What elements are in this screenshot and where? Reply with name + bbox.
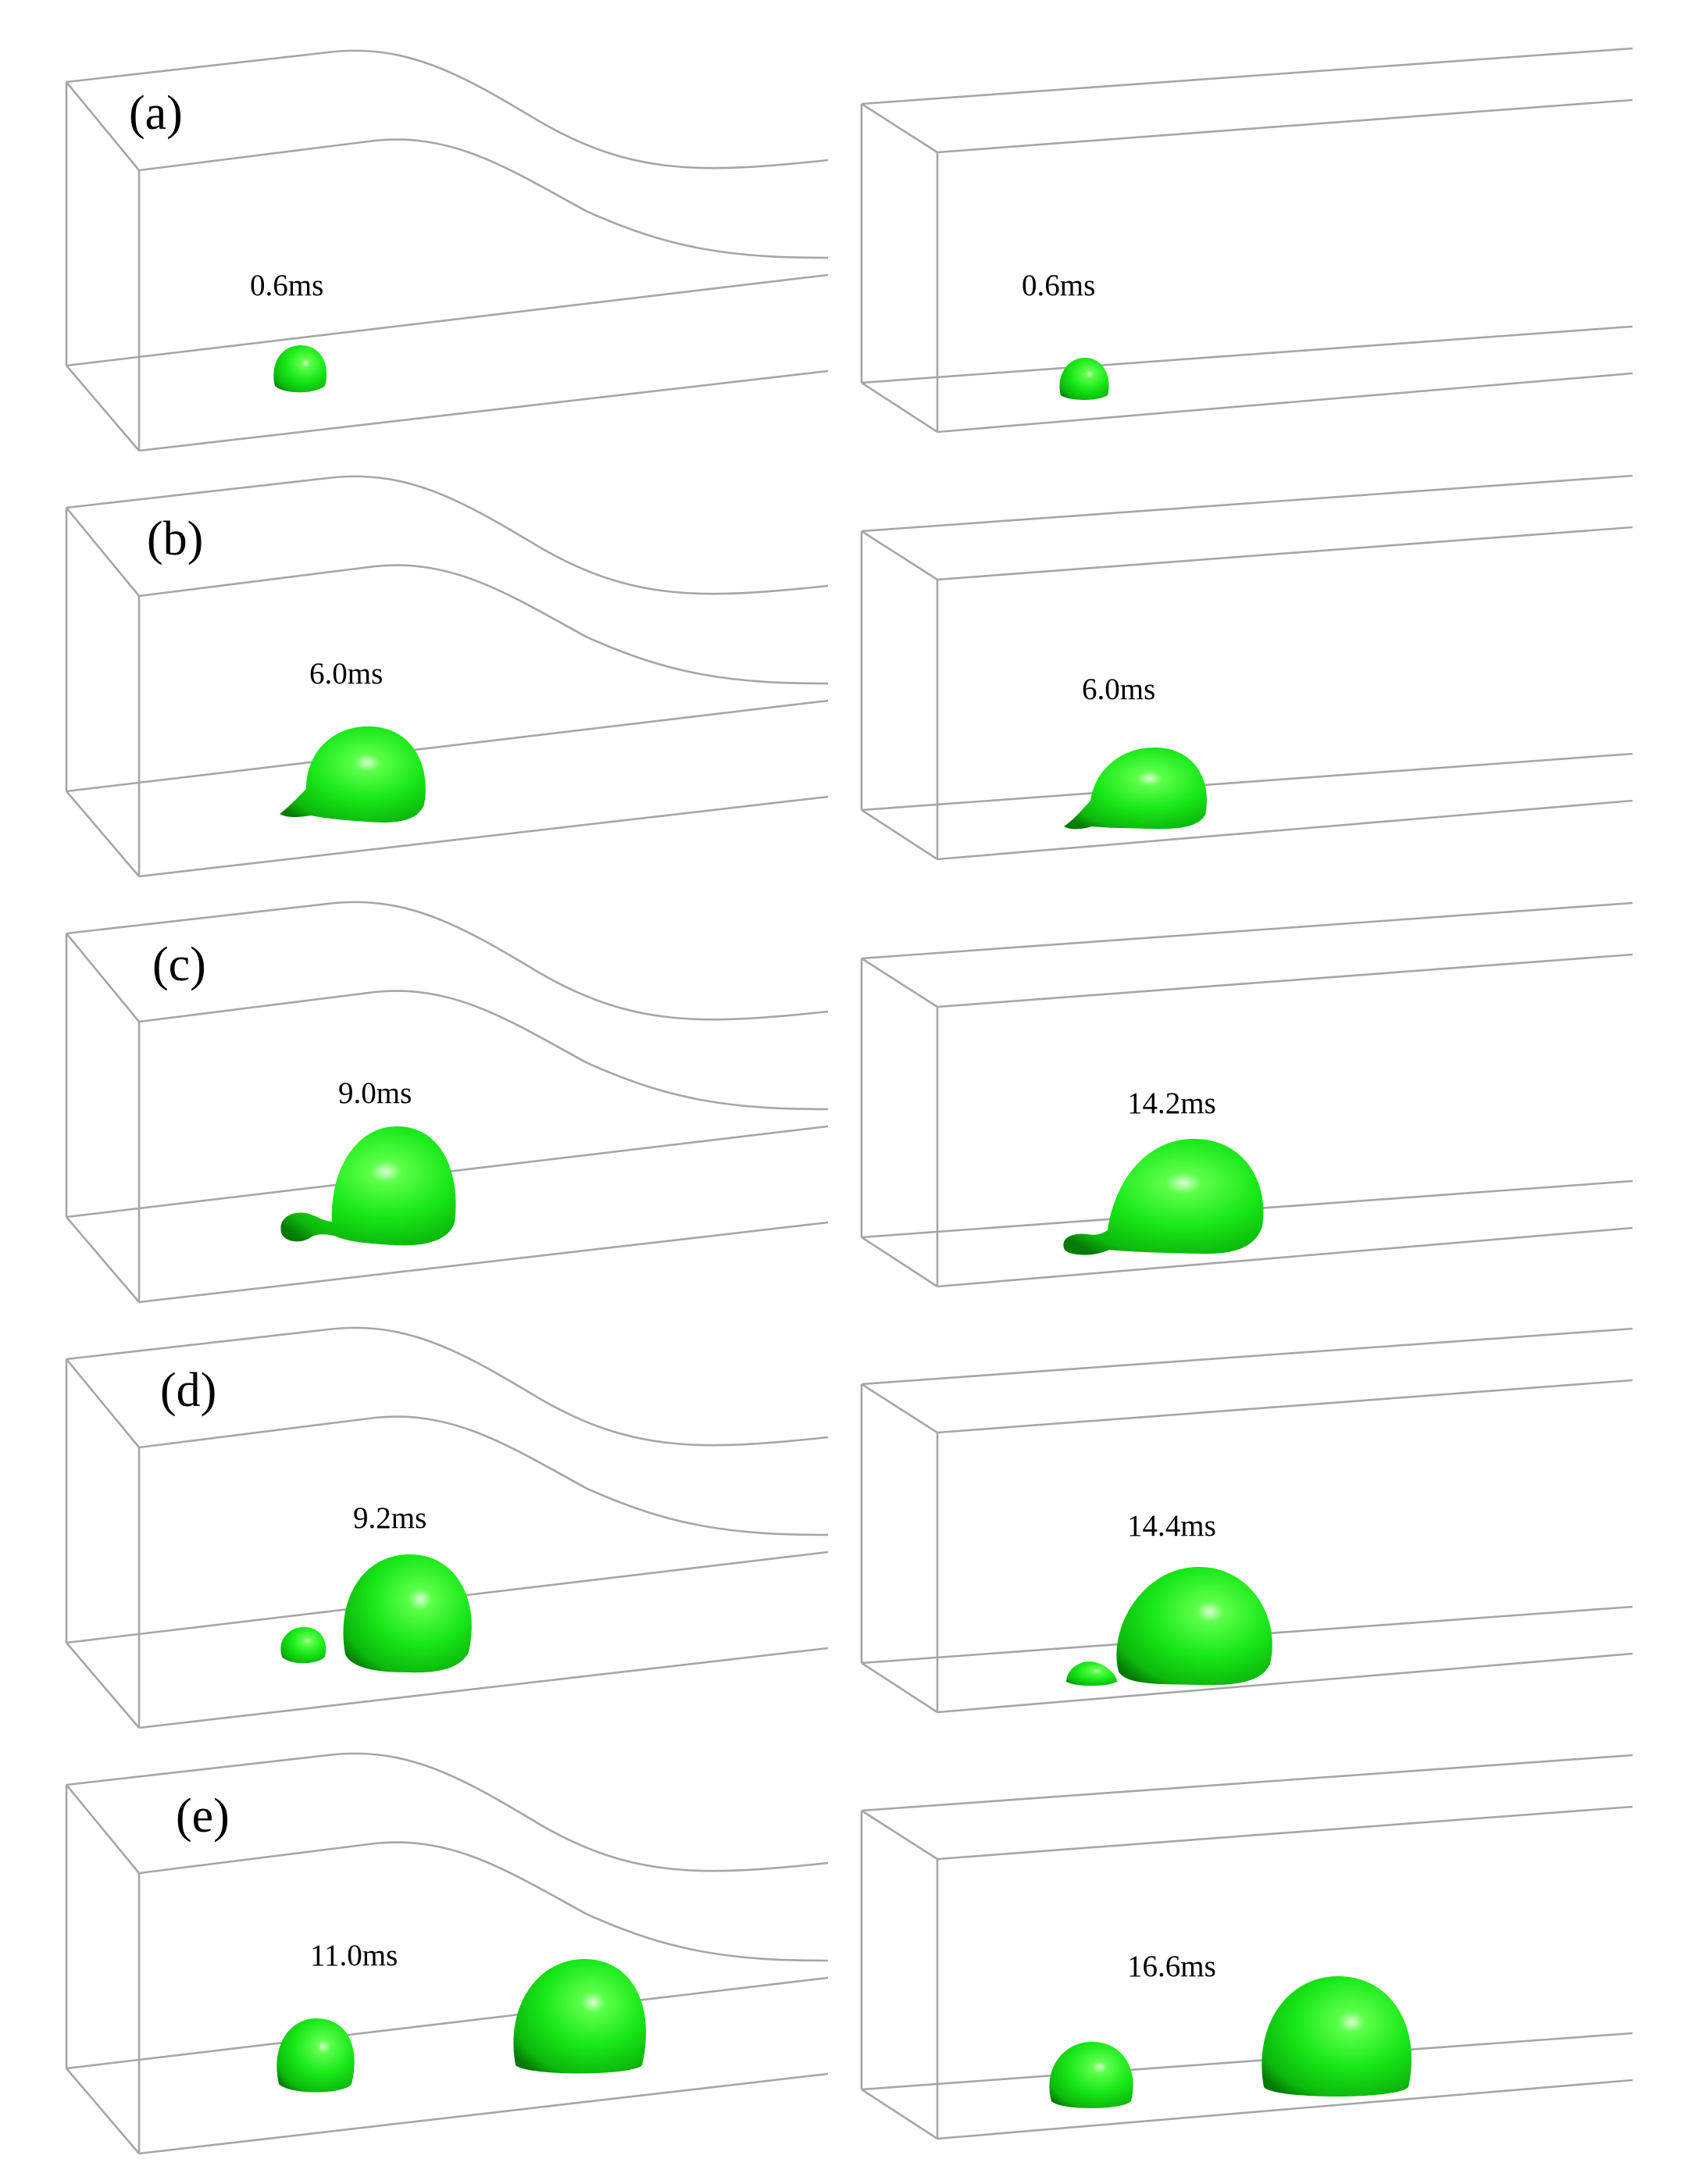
row-b: (b) 6.0ms 6.0ms [65, 474, 1633, 878]
droplet-icon [513, 1959, 646, 2074]
droplet-icon [273, 344, 327, 393]
left-time-label-b: 6.0ms [309, 657, 383, 691]
droplet-icon [1049, 2042, 1133, 2108]
right-time-label-b: 6.0ms [1082, 673, 1155, 706]
droplet-icon [1063, 1138, 1264, 1255]
right-channel-frame-a [860, 47, 1633, 434]
left-time-label-a: 0.6ms [250, 269, 323, 302]
droplet-icon [1262, 1976, 1412, 2097]
droplet-icon [280, 726, 426, 823]
droplet-icon [280, 1126, 456, 1246]
right-time-label-a: 0.6ms [1022, 269, 1095, 302]
panel-label-c: (c) [152, 938, 206, 991]
left-channel-frame-d [65, 1326, 829, 1729]
droplet-icon [1059, 357, 1109, 400]
panel-label-e: (e) [176, 1790, 230, 1843]
row-a: (a) 0.6ms 0.6ms [65, 47, 1633, 452]
panel-label-b: (b) [147, 512, 203, 566]
panel-label-d: (d) [160, 1364, 216, 1417]
droplet-icon [1064, 747, 1207, 830]
row-d: (d) 9.2ms 14.4ms [65, 1326, 1633, 1729]
droplet-icon [1116, 1566, 1272, 1686]
right-channel-frame-b [860, 474, 1633, 861]
right-time-label-e: 16.6ms [1127, 1950, 1216, 1983]
row-e: (e) 11.0ms 16.6ms [65, 1752, 1633, 2155]
left-time-label-e: 11.0ms [310, 1939, 398, 1972]
left-channel-frame-b [65, 475, 829, 878]
droplet-icon [343, 1554, 472, 1673]
droplet-icon [280, 1627, 327, 1664]
right-time-label-c: 14.2ms [1127, 1087, 1216, 1120]
left-time-label-c: 9.0ms [338, 1076, 412, 1110]
droplet-icon [277, 2018, 355, 2093]
droplet-icon [1066, 1661, 1117, 1686]
right-time-label-d: 14.4ms [1127, 1509, 1216, 1543]
left-time-label-d: 9.2ms [353, 1501, 426, 1535]
row-c: (c) 9.0ms 14.2ms [65, 901, 1633, 1304]
right-channel-frame-c [860, 901, 1633, 1288]
left-channel-frame-e [65, 1752, 829, 2155]
right-channel-frame-e [860, 1754, 1633, 2140]
panel-label-a: (a) [129, 87, 183, 140]
left-channel-frame-a [65, 49, 829, 452]
